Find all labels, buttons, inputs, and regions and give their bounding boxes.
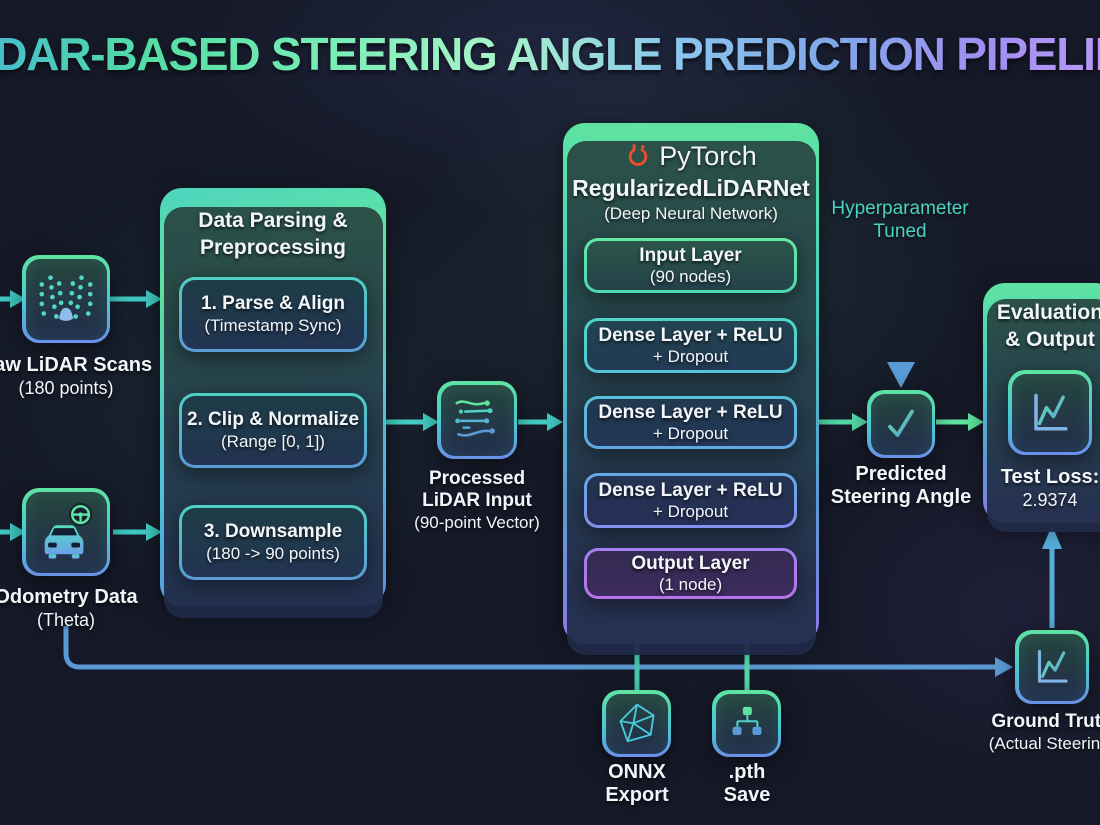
lidar-scan-icon [39,275,93,321]
model-tree-icon [732,706,761,735]
raw-lidar-label: Raw LiDAR Scans (180 points) [0,354,153,398]
pth-save-node [712,690,781,757]
test-loss: Test Loss: 2.9374 [1000,466,1100,510]
arrow-preprocessing-to-processed [386,413,439,431]
predicted-node [867,390,935,458]
arrow-processed-to-network [518,413,563,431]
arrow-network-to-predicted [819,413,868,431]
checkmark-icon [888,409,914,437]
odometry-node [22,488,110,576]
layer-dense-1: Dense Layer + ReLU + Dropout [584,318,797,373]
step-parse-align: 1. Parse & Align (Timestamp Sync) [179,277,367,352]
pth-save-label: .pth Save [723,761,771,806]
diagram-title: LIDAR-BASED STEERING ANGLE PREDICTION PI… [0,27,1100,81]
network-name: RegularizedLiDARNet [572,174,810,201]
line-chart-icon [1034,393,1068,430]
pytorch-brand: PyTorch [567,141,816,172]
onnx-export-label: ONNX Export [605,761,669,806]
raw-lidar-node [22,255,110,343]
processed-input-node [437,381,517,459]
onnx-export-node [602,690,671,757]
step-downsample: 3. Downsample (180 -> 90 points) [179,505,367,580]
polyhedron-icon [619,703,654,742]
pytorch-flame-icon [629,144,648,166]
arrow-into-odometry [0,523,26,541]
hyperparameter-note: Hyperparameter Tuned [831,198,969,242]
preprocessing-title: Data Parsing & Preprocessing [198,208,348,259]
arrow-into-raw-lidar [0,290,26,308]
layer-input: Input Layer (90 nodes) [584,238,797,293]
arrow-raw-lidar-to-preprocessing [110,290,162,308]
step-clip-normalize: 2. Clip & Normalize (Range [0, 1]) [179,393,367,468]
line-chart-icon [1037,649,1068,683]
network-subtitle: (Deep Neural Network) [604,203,778,223]
arrow-odometry-to-preprocessing [113,523,162,541]
odometry-label: Odometry Data (Theta) [0,586,138,630]
layer-dense-2: Dense Layer + ReLU + Dropout [584,396,797,449]
predicted-label: Predicted Steering Angle [830,463,972,508]
evaluation-chart-node [1008,370,1092,455]
processed-input-label: Processed LiDAR Input (90-point Vector) [414,468,540,532]
signal-paths-icon [455,400,495,437]
layer-dense-3: Dense Layer + ReLU + Dropout [584,473,797,528]
ground-truth-label: Ground Truth (Actual Steering) [988,711,1100,753]
layer-output: Output Layer (1 node) [584,548,797,599]
arrow-odometry-to-ground-truth [63,626,1013,677]
arrow-ground-truth-to-evaluation [1042,525,1062,628]
evaluation-title: Evaluation & Output [996,300,1100,351]
ground-truth-node [1015,630,1089,704]
arrow-predicted-to-evaluation [936,413,984,431]
arrow-hyperparameter-to-predicted [887,252,915,388]
car-steering-icon [44,502,93,559]
